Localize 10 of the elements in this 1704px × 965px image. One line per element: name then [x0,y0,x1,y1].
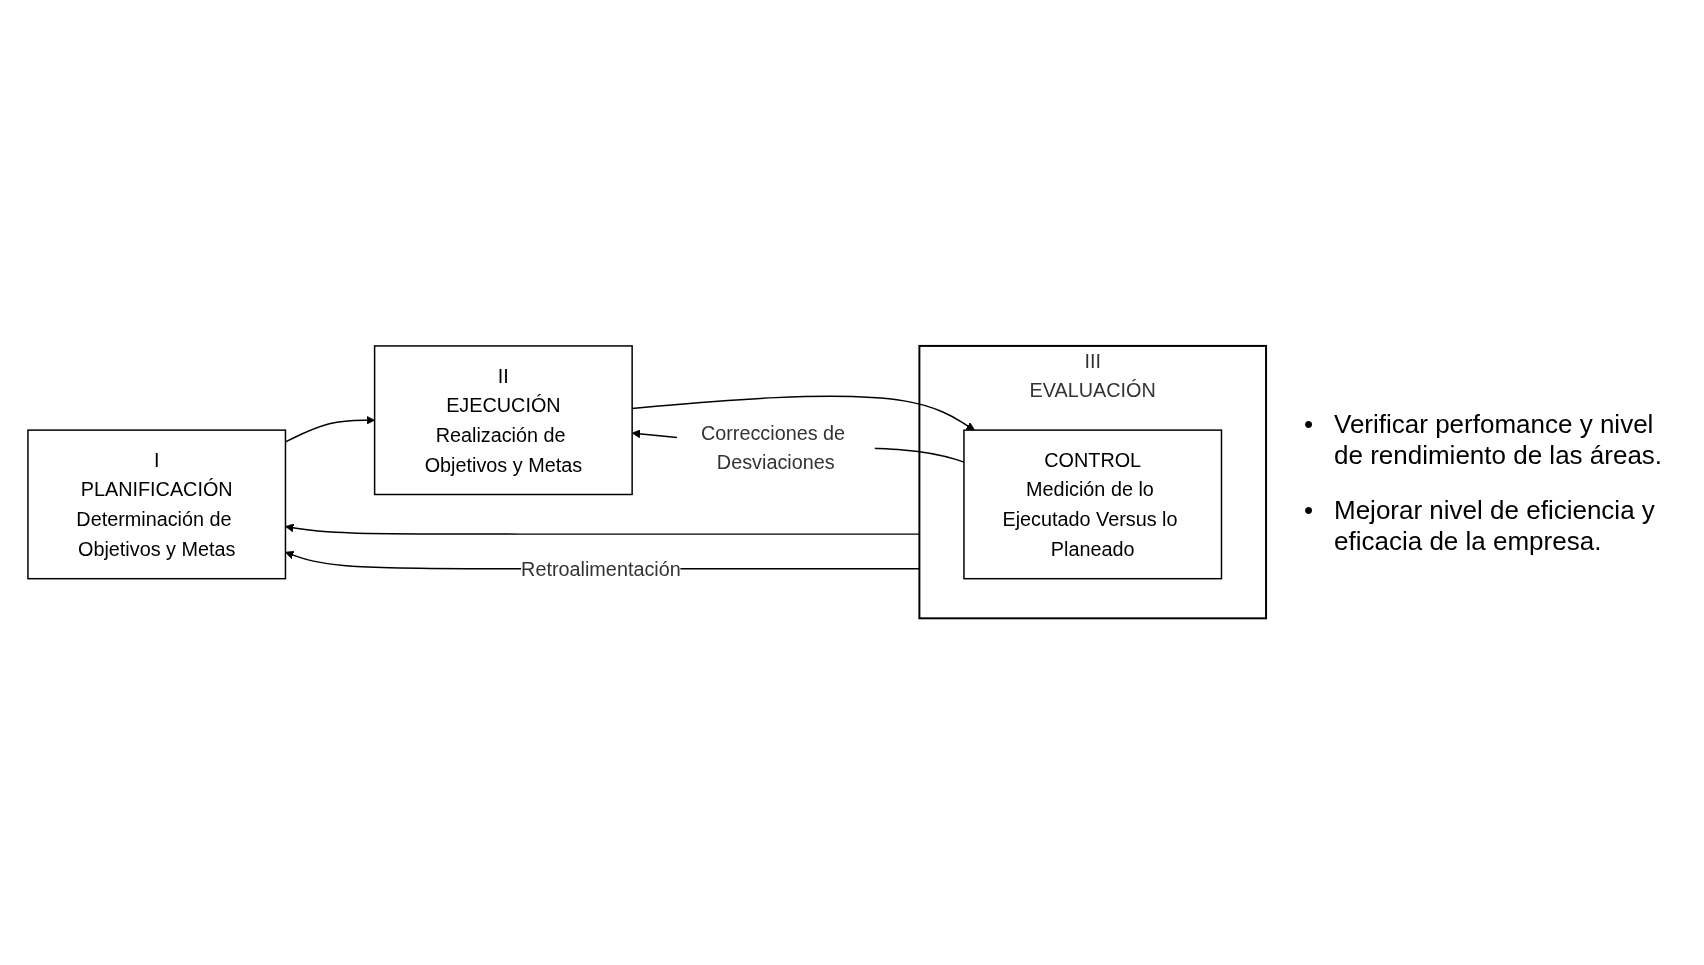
node-box: CONTROL Medición de lo Ejecutado Versus lo Planeado [963,429,1223,580]
note-text: Mejorar nivel de eficiencia y eficacia de la empresa. [1334,494,1656,557]
arrow [285,523,921,536]
note-text: • [1304,408,1315,440]
node-box: I PLANIFICACIÓN Determinación de Objetivos y Metas [27,429,287,580]
edge-label: Retroalimentación [521,558,681,581]
edge-label: Correcciones de Desviaciones [700,422,846,474]
note-text: • [1304,494,1315,526]
note-text: Verificar perfomance y nivel de rendimiento de las áreas. [1334,408,1664,471]
node-box: II EJECUCIÓN Realización de Objetivos y Metas [373,345,633,496]
